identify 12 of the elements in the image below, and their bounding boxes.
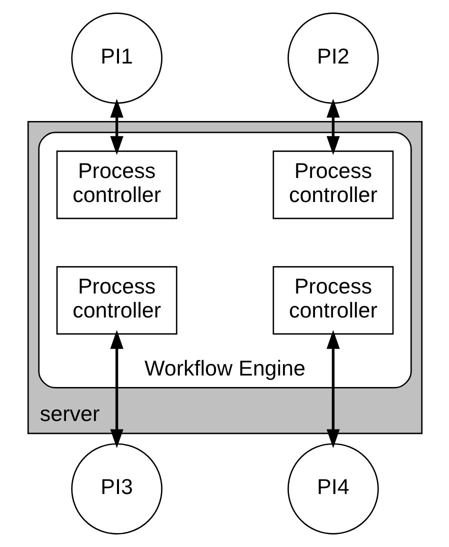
node-circle: PI1 — [70, 12, 162, 104]
arrow — [326, 98, 340, 155]
node-box: Process controller — [272, 150, 394, 220]
node-circle: PI3 — [70, 443, 162, 534]
node-circle: PI2 — [287, 12, 378, 104]
arrow — [110, 98, 123, 155]
arrow — [110, 330, 123, 448]
node-box: Process controller — [56, 150, 177, 220]
node-circle: PI4 — [287, 443, 378, 534]
node-box: Process controller — [272, 266, 394, 335]
node-box: Process controller — [56, 266, 177, 335]
arrow — [326, 330, 340, 448]
